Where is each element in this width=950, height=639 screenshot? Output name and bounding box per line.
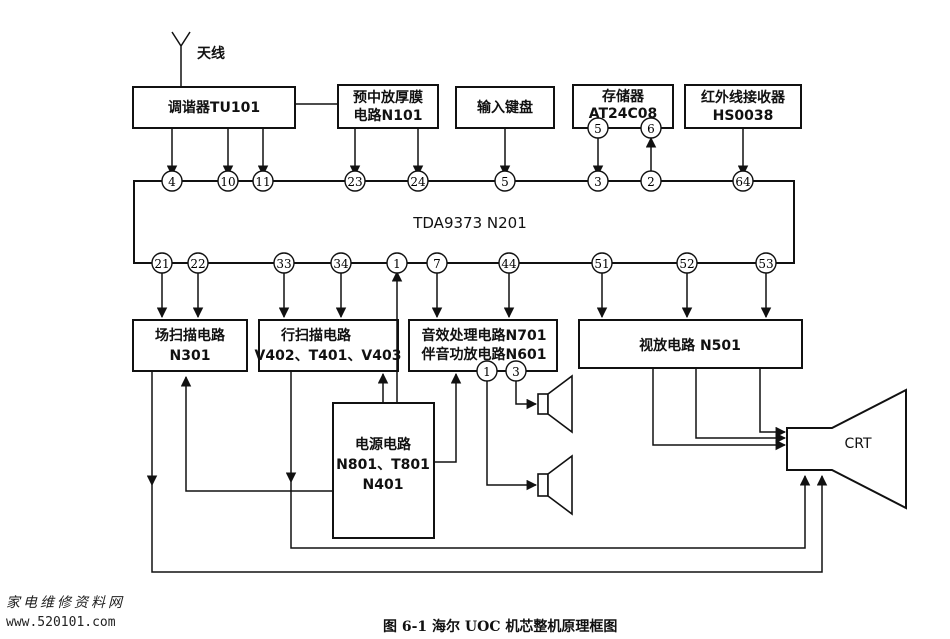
watermark-line-2: www.520101.com: [6, 615, 116, 630]
pin-number: 44: [501, 257, 517, 271]
pin-top-4: 4: [161, 170, 183, 192]
field-scan-label-2: N301: [170, 348, 211, 364]
pin-audio-3: 3: [505, 360, 527, 382]
pin-memory-6: 6: [640, 117, 662, 139]
pin-number: 22: [190, 257, 205, 271]
crt-label: CRT: [844, 436, 871, 452]
pin-bottom-44: 44: [498, 252, 520, 274]
preamp-block: 预中放厚膜 电路N101: [337, 84, 439, 129]
pin-bottom-22: 22: [187, 252, 209, 274]
pin-number: 5: [594, 122, 602, 136]
pin-top-24: 24: [407, 170, 429, 192]
pin-number: 11: [255, 175, 270, 189]
connection-lines: [146, 103, 828, 573]
line-scan-block: 行扫描电路 V402、T401、V403: [255, 319, 402, 372]
ir-receiver-block: 红外线接收器 HS0038: [684, 84, 802, 129]
pin-number: 51: [594, 257, 609, 271]
pin-audio-1: 1: [476, 360, 498, 382]
field-scan-block: 场扫描电路 N301: [132, 319, 248, 372]
line-scan-label-1: 行扫描电路: [280, 327, 352, 344]
pin-number: 2: [647, 175, 655, 189]
pin-number: 6: [647, 122, 655, 136]
audio-label-2: 伴音功放电路N601: [421, 346, 547, 363]
power-label-2: N801、T801: [336, 457, 430, 473]
main-chip-block: TDA9373 N201: [133, 180, 795, 264]
pin-number: 21: [154, 257, 169, 271]
crt-tube: CRT: [786, 388, 907, 510]
pin-top-3: 3: [587, 170, 609, 192]
pin-number: 7: [433, 257, 441, 271]
pin-top-10: 10: [217, 170, 239, 192]
pin-bottom-1: 1: [386, 252, 408, 274]
pin-number: 23: [347, 175, 362, 189]
pin-number: 1: [483, 365, 491, 379]
audio-block: 音效处理电路N701 伴音功放电路N601: [408, 319, 558, 372]
pin-bottom-21: 21: [151, 252, 173, 274]
pin-number: 34: [333, 257, 349, 271]
pin-top-23: 23: [344, 170, 366, 192]
pin-bottom-53: 53: [755, 252, 777, 274]
ir-label-2: HS0038: [713, 108, 774, 124]
pin-number: 52: [679, 257, 694, 271]
line-scan-label-2: V402、T401、V403: [255, 348, 402, 364]
pin-bottom-51: 51: [591, 252, 613, 274]
pin-top-64: 64: [732, 170, 754, 192]
memory-label-2: AT24C08: [589, 106, 658, 122]
preamp-label-2: 电路N101: [354, 107, 423, 124]
memory-block: 存储器 AT24C08: [572, 84, 674, 129]
pin-number: 24: [410, 175, 426, 189]
pin-number: 3: [512, 365, 520, 379]
chip-label: TDA9373 N201: [412, 214, 527, 232]
memory-label-1: 存储器: [602, 88, 645, 105]
pin-memory-5: 5: [587, 117, 609, 139]
antenna-icon: [171, 31, 191, 88]
figure-caption: 图 6-1 海尔 UOC 机芯整机原理框图: [383, 618, 617, 635]
speaker-icon: [537, 374, 573, 434]
pin-number: 3: [594, 175, 602, 189]
pin-number: 10: [220, 175, 235, 189]
pin-bottom-52: 52: [676, 252, 698, 274]
pin-number: 64: [735, 175, 751, 189]
pin-number: 33: [276, 257, 291, 271]
keyboard-block: 输入键盘: [455, 86, 555, 129]
pin-number: 4: [168, 175, 176, 189]
keyboard-label: 输入键盘: [477, 99, 533, 116]
pin-number: 53: [758, 257, 773, 271]
power-label-1: 电源电路: [355, 436, 412, 453]
video-amp-block: 视放电路 N501: [578, 319, 803, 369]
tuner-label: 调谐器TU101: [168, 99, 260, 116]
pin-top-11: 11: [252, 170, 274, 192]
tuner-block: 调谐器TU101: [132, 86, 296, 129]
pin-bottom-34: 34: [330, 252, 352, 274]
audio-label-1: 音效处理电路N701: [422, 327, 547, 344]
field-scan-label-1: 场扫描电路: [155, 327, 226, 344]
preamp-label-1: 预中放厚膜: [353, 89, 423, 106]
pin-number: 1: [393, 257, 401, 271]
pin-bottom-33: 33: [273, 252, 295, 274]
pin-number: 5: [501, 175, 509, 189]
antenna-label: 天线: [197, 45, 225, 62]
pin-top-2: 2: [640, 170, 662, 192]
pin-bottom-7: 7: [426, 252, 448, 274]
ir-label-1: 红外线接收器: [701, 89, 786, 106]
pin-top-5: 5: [494, 170, 516, 192]
watermark-line-1: 家电维修资料网: [6, 595, 125, 611]
speaker-icon: [537, 454, 573, 516]
power-label-3: N401: [363, 477, 404, 493]
power-block: 电源电路 N801、T801 N401: [332, 402, 435, 539]
video-amp-label: 视放电路 N501: [639, 337, 741, 354]
